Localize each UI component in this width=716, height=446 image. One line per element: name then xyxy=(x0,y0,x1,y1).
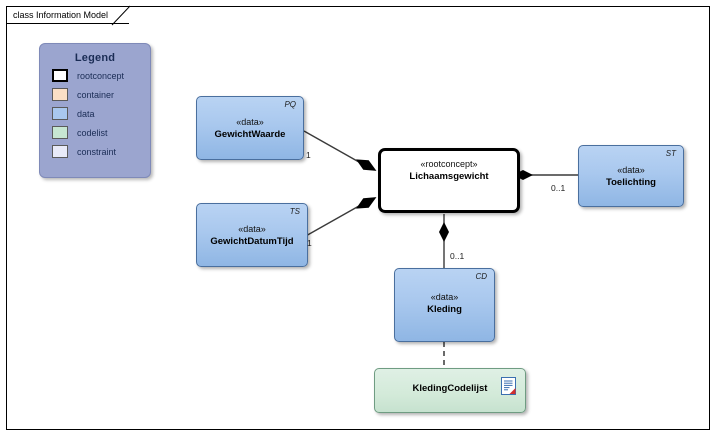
multiplicity-gewichtdatumtijd: 1 xyxy=(307,238,312,248)
class-gewichtwaarde[interactable]: PQ «data» GewichtWaarde xyxy=(196,96,304,160)
legend-item-codelist: codelist xyxy=(52,125,150,140)
legend-swatch-container xyxy=(52,88,68,101)
class-kledingcodelijst[interactable]: KledingCodelijst xyxy=(374,368,526,413)
multiplicity-gewichtwaarde: 1 xyxy=(306,150,311,160)
class-stereotype-lichaamsgewicht: «rootconcept» xyxy=(420,159,478,169)
legend-label-codelist: codelist xyxy=(77,127,108,138)
class-kleding[interactable]: CD «data» Kleding xyxy=(394,268,495,342)
legend-label-data: data xyxy=(77,108,95,119)
legend-swatch-data xyxy=(52,107,68,120)
legend-panel: Legend rootconcept container data codeli… xyxy=(39,43,151,178)
class-name-gewichtwaarde: GewichtWaarde xyxy=(214,129,286,140)
class-name-gewichtdatumtijd: GewichtDatumTijd xyxy=(210,236,294,247)
legend-label-rootconcept: rootconcept xyxy=(77,70,125,81)
class-tag-gewichtdatumtijd: TS xyxy=(289,207,300,216)
legend-swatch-rootconcept xyxy=(52,69,68,82)
legend-item-data: data xyxy=(52,106,150,121)
legend-item-constraint: constraint xyxy=(52,144,150,159)
class-gewichtdatumtijd[interactable]: TS «data» GewichtDatumTijd xyxy=(196,203,308,267)
class-stereotype-kleding: «data» xyxy=(430,292,459,302)
diagram-title-tab: class Information Model xyxy=(6,6,141,25)
class-tag-gewichtwaarde: PQ xyxy=(284,100,296,109)
class-stereotype-gewichtwaarde: «data» xyxy=(236,117,264,127)
class-tag-toelichting: ST xyxy=(665,149,676,158)
class-toelichting[interactable]: ST «data» Toelichting xyxy=(578,145,684,207)
class-stereotype-toelichting: «data» xyxy=(617,165,645,175)
multiplicity-kleding: 0..1 xyxy=(450,251,465,261)
diagram-title-text: class Information Model xyxy=(13,10,109,20)
document-note-icon xyxy=(501,377,516,395)
class-name-kleding: Kleding xyxy=(427,304,462,315)
class-stereotype-gewichtdatumtijd: «data» xyxy=(238,224,266,234)
class-name-lichaamsgewicht: Lichaamsgewicht xyxy=(409,171,489,182)
legend-swatch-constraint xyxy=(52,145,68,158)
legend-swatch-codelist xyxy=(52,126,68,139)
legend-title: Legend xyxy=(74,52,116,64)
legend-label-constraint: constraint xyxy=(77,146,117,157)
legend-item-rootconcept: rootconcept xyxy=(52,68,150,83)
multiplicity-toelichting: 0..1 xyxy=(551,183,566,193)
legend-item-container: container xyxy=(52,87,150,102)
legend-label-container: container xyxy=(77,89,115,100)
class-name-toelichting: Toelichting xyxy=(606,177,656,188)
class-tag-kleding: CD xyxy=(475,272,487,281)
class-name-kledingcodelijst: KledingCodelijst xyxy=(412,383,488,394)
class-lichaamsgewicht[interactable]: «rootconcept» Lichaamsgewicht xyxy=(378,148,520,213)
